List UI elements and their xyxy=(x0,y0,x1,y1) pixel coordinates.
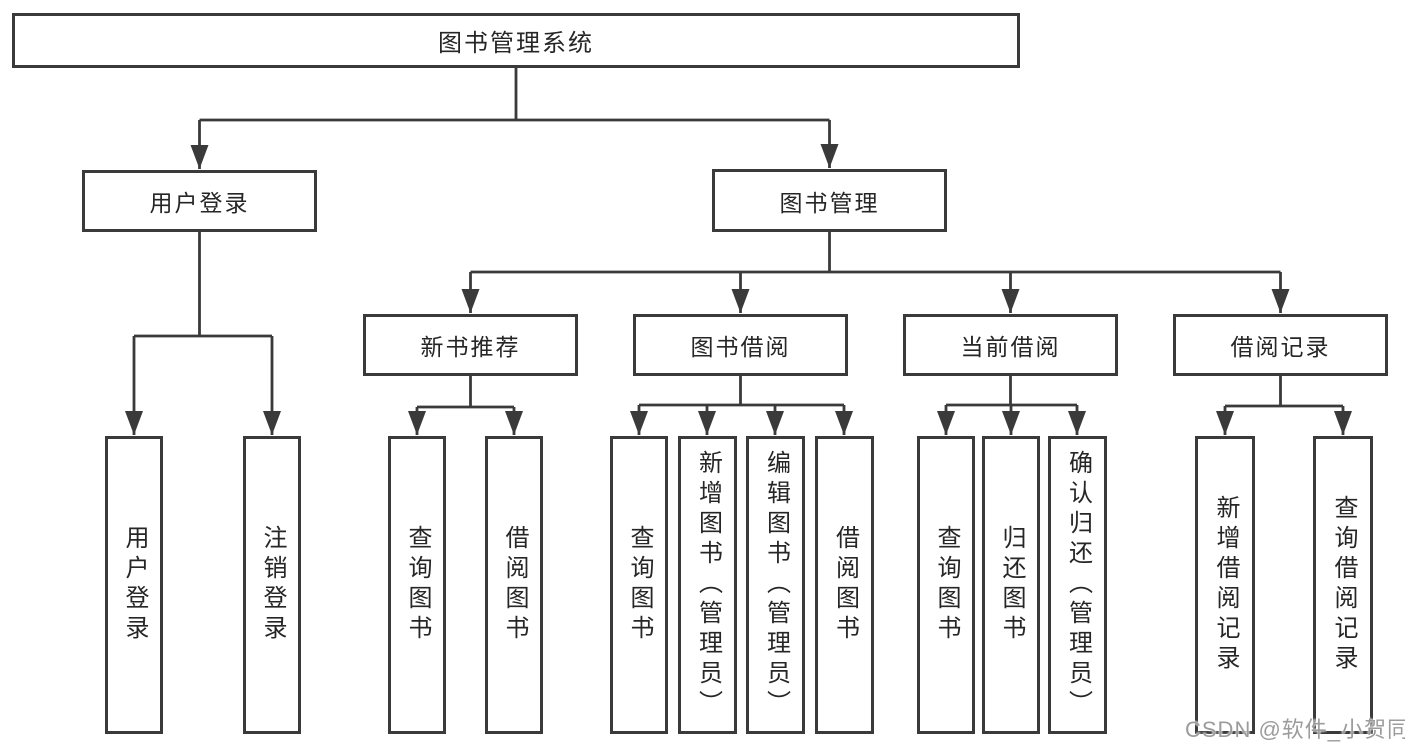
leaf-return-books: 归还图书 xyxy=(982,436,1040,734)
connector-current-borrow-split xyxy=(937,376,1086,435)
leaf-add-borrow-record: 新增借阅记录 xyxy=(1195,436,1255,734)
leaf-query-books-recommend: 查询图书 xyxy=(388,436,446,734)
leaf-user-login-label: 用户登录 xyxy=(121,525,148,645)
leaf-user-login: 用户登录 xyxy=(105,436,163,734)
node-borrow-record: 借阅记录 xyxy=(1173,314,1388,376)
leaf-edit-books-admin: 编辑图书（管理员） xyxy=(746,436,805,734)
leaf-query-books-borrow: 查询图书 xyxy=(610,436,668,734)
node-user-login-label: 用户登录 xyxy=(149,190,250,216)
leaf-add-books-admin-label: 新增图书（管理员） xyxy=(694,450,722,720)
node-new-book-recommend-label: 新书推荐 xyxy=(420,334,521,360)
connector-root-split xyxy=(190,68,839,169)
node-book-borrow: 图书借阅 xyxy=(633,314,848,376)
node-root-system-label: 图书管理系统 xyxy=(438,30,594,57)
leaf-query-books-current-label: 查询图书 xyxy=(933,525,960,645)
node-user-login: 用户登录 xyxy=(82,170,317,232)
node-book-borrow-label: 图书借阅 xyxy=(690,334,791,360)
node-current-borrow-label: 当前借阅 xyxy=(960,334,1061,360)
leaf-query-borrow-record-label: 查询借阅记录 xyxy=(1330,495,1357,675)
connector-new-book-split xyxy=(408,376,523,435)
node-borrow-record-label: 借阅记录 xyxy=(1230,334,1331,360)
leaf-query-books-recommend-label: 查询图书 xyxy=(404,525,431,645)
leaf-logout-label: 注销登录 xyxy=(259,525,286,645)
leaf-return-books-label: 归还图书 xyxy=(998,525,1025,645)
leaf-query-borrow-record: 查询借阅记录 xyxy=(1313,436,1373,734)
node-book-management: 图书管理 xyxy=(712,169,947,232)
leaf-query-books-borrow-label: 查询图书 xyxy=(626,525,653,645)
leaf-query-books-current: 查询图书 xyxy=(917,436,975,734)
leaf-add-books-admin: 新增图书（管理员） xyxy=(678,436,737,734)
leaf-confirm-return-admin-label: 确认归还（管理员） xyxy=(1064,450,1092,720)
leaf-edit-books-admin-label: 编辑图书（管理员） xyxy=(762,450,790,720)
leaf-logout: 注销登录 xyxy=(243,436,301,734)
leaf-borrow-books-recommend-label: 借阅图书 xyxy=(501,525,528,645)
node-root-system: 图书管理系统 xyxy=(12,13,1020,68)
leaf-add-borrow-record-label: 新增借阅记录 xyxy=(1212,495,1239,675)
leaf-borrow-books: 借阅图书 xyxy=(815,436,874,734)
leaf-borrow-books-recommend: 借阅图书 xyxy=(485,436,543,734)
node-book-management-label: 图书管理 xyxy=(779,189,880,216)
leaf-borrow-books-label: 借阅图书 xyxy=(831,525,859,645)
leaf-confirm-return-admin: 确认归还（管理员） xyxy=(1048,436,1107,734)
connector-book-management-split xyxy=(461,232,1290,313)
csdn-watermark: CSDN @软件_小贺同学 xyxy=(1185,717,1405,742)
connector-user-login-split xyxy=(125,232,281,435)
connector-book-borrow-split xyxy=(630,376,853,435)
node-new-book-recommend: 新书推荐 xyxy=(363,314,578,376)
connector-borrow-record-split xyxy=(1216,376,1352,435)
node-current-borrow: 当前借阅 xyxy=(903,314,1118,376)
